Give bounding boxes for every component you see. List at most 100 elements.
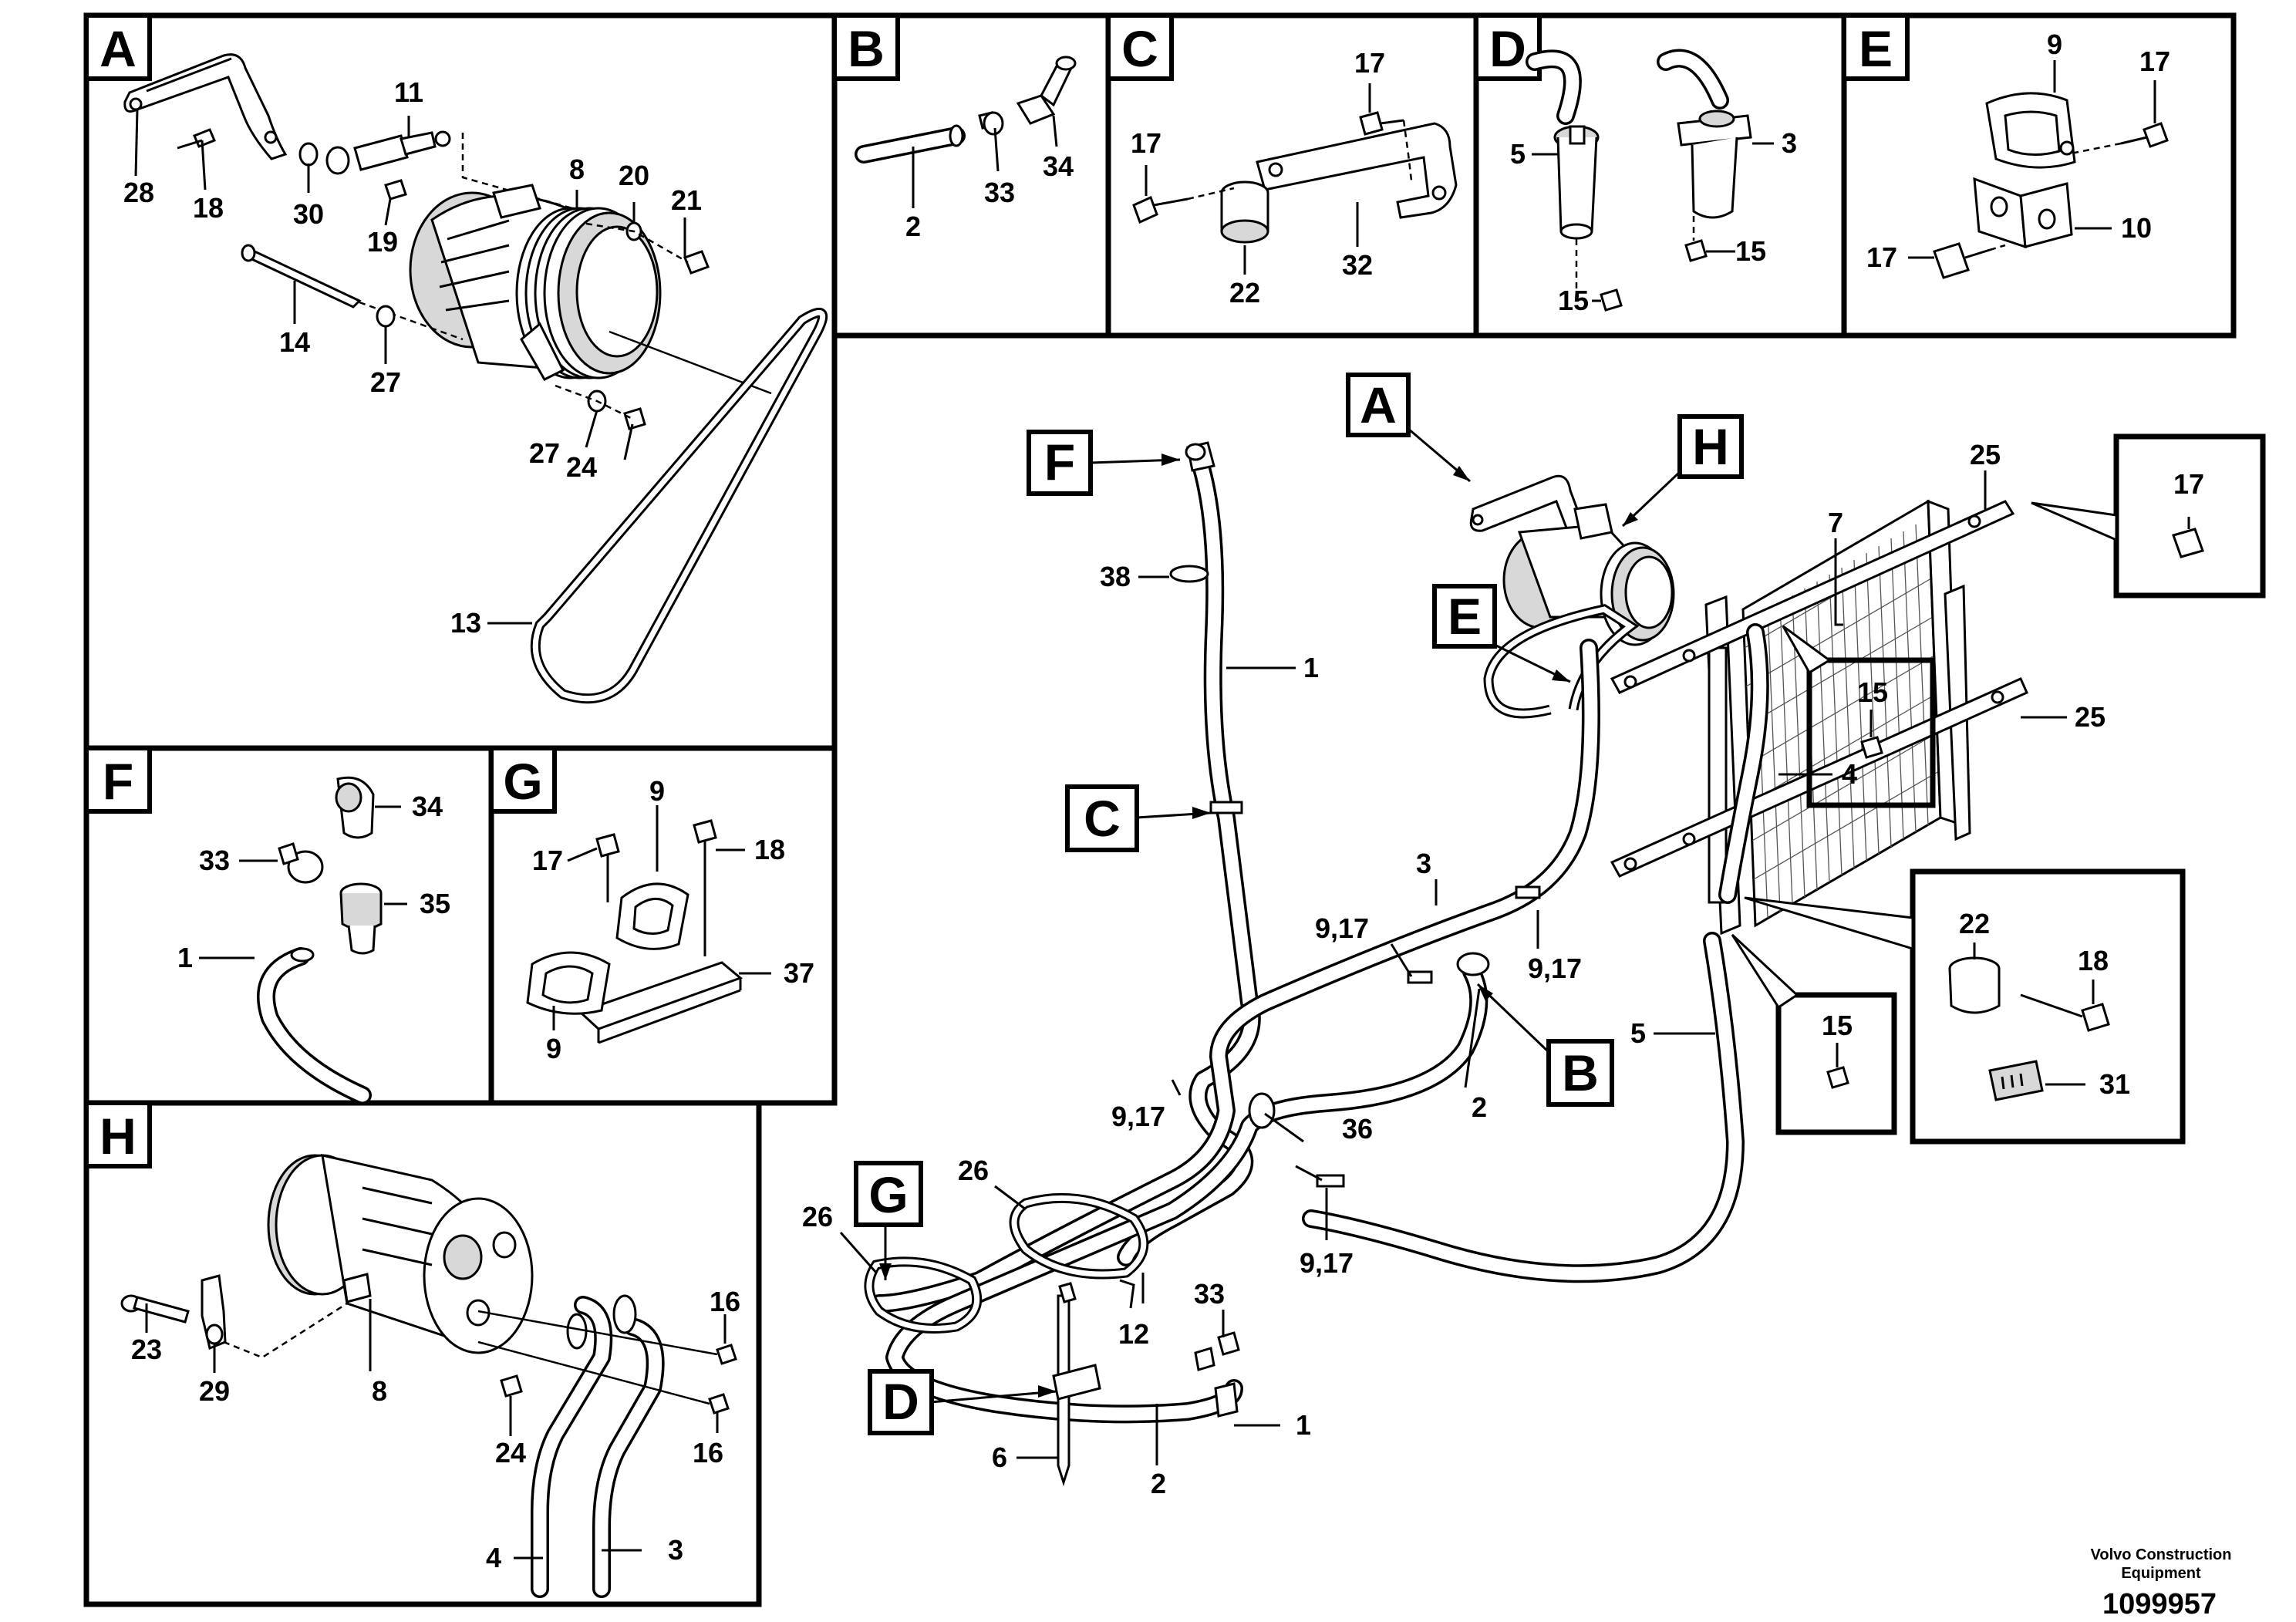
company-name: Volvo Construction <box>2091 1546 2232 1563</box>
svg-text:17: 17 <box>2173 468 2204 500</box>
panel-h-drawing <box>120 1154 737 1598</box>
svg-text:F: F <box>1044 433 1075 491</box>
fitting-34 <box>1016 56 1077 125</box>
label-8: 8 <box>569 153 585 185</box>
label-17-left: 17 <box>1131 127 1161 159</box>
panel-a-labels: 28 18 30 11 19 8 20 21 14 27 27 24 13 <box>123 76 702 639</box>
bolt-17-top <box>1359 111 1404 136</box>
panel-c-labels: 17 17 32 22 <box>1131 47 1385 309</box>
main-tag-f: F <box>1027 430 1181 496</box>
drier-5 <box>1553 125 1600 240</box>
label-16-upper: 16 <box>710 1286 740 1317</box>
panel-g-drawing <box>526 805 771 1044</box>
label-9-17-c: 9,17 <box>1111 1101 1165 1132</box>
panel-e-tag: E <box>1842 13 1910 81</box>
clip-33 <box>1194 1347 1215 1371</box>
label-26-upper: 26 <box>958 1155 989 1186</box>
label-27: 27 <box>370 366 401 398</box>
drive-belt-13 <box>530 308 828 704</box>
panel-e-frame <box>1841 12 2237 339</box>
label-24: 24 <box>495 1437 526 1469</box>
footer: Volvo Construction Equipment 1099957 <box>2091 1546 2232 1620</box>
svg-text:A: A <box>1360 376 1397 433</box>
label-36: 36 <box>1342 1113 1373 1145</box>
panel-h-tag: H <box>84 1101 152 1168</box>
label-20: 20 <box>619 160 649 191</box>
panel-b-tag: B <box>832 13 900 81</box>
label-5: 5 <box>1630 1017 1646 1049</box>
bolt-17-callout <box>2172 528 2204 558</box>
bolt-18 <box>693 819 717 956</box>
panel-a-tag: A <box>84 13 152 81</box>
label-18: 18 <box>193 192 224 224</box>
callout-22-18-31: 22 18 31 <box>1744 868 2186 1145</box>
label-1-upper: 1 <box>1303 652 1319 683</box>
label-38: 38 <box>1100 561 1131 592</box>
label-27-lower: 27 <box>529 437 560 469</box>
callout-15-lower: 15 <box>1731 933 1897 1135</box>
main-tag-g: G <box>854 1161 923 1280</box>
washer-30 <box>298 142 319 167</box>
label-2-upper: 2 <box>1472 1091 1487 1123</box>
label-26-lower: 26 <box>802 1201 833 1233</box>
label-11: 11 <box>394 76 423 108</box>
label-4: 4 <box>486 1542 501 1573</box>
compressor-body-h <box>267 1154 534 1354</box>
bolt-18 <box>177 128 216 150</box>
pressure-switch-11 <box>353 123 451 171</box>
svg-text:31: 31 <box>2099 1068 2130 1100</box>
label-9-17-b: 9,17 <box>1528 953 1582 984</box>
label-33: 33 <box>984 177 1015 208</box>
label-18: 18 <box>754 834 785 865</box>
panel-h-labels: 16 23 29 8 24 16 4 3 <box>131 1286 740 1573</box>
label-15-right: 15 <box>1735 235 1766 267</box>
label-2: 2 <box>905 211 921 242</box>
svg-text:E: E <box>1859 20 1893 77</box>
bolt-17-top <box>2120 122 2169 148</box>
clamp-9-upper <box>615 882 689 950</box>
label-3: 3 <box>1416 848 1431 879</box>
bracket-10 <box>1973 177 2073 249</box>
label-9-17-d: 9,17 <box>1300 1247 1354 1279</box>
bolt-16-lower <box>708 1393 730 1415</box>
label-30: 30 <box>293 198 324 230</box>
main-tag-e: E <box>1432 584 1571 683</box>
label-28: 28 <box>123 177 154 208</box>
svg-text:G: G <box>503 753 542 810</box>
svg-text:D: D <box>882 1373 919 1430</box>
panel-f-labels: 34 33 35 1 <box>177 791 450 973</box>
callout-17: 17 <box>2031 433 2266 599</box>
main-tag-c: C <box>1065 784 1212 852</box>
panel-g-tag: G <box>489 746 557 814</box>
label-5: 5 <box>1510 138 1526 170</box>
label-4: 4 <box>1842 758 1857 790</box>
svg-text:G: G <box>868 1166 908 1223</box>
clamp-33 <box>278 842 324 884</box>
company-name-line2: Equipment <box>2121 1565 2201 1582</box>
label-25-top: 25 <box>1970 439 2001 470</box>
svg-text:C: C <box>1121 20 1158 77</box>
panel-e-drawing <box>1908 60 2169 279</box>
label-6: 6 <box>992 1442 1007 1473</box>
hose-2 <box>885 963 1489 1424</box>
label-35: 35 <box>420 888 450 919</box>
bolt-17-left <box>1132 195 1188 224</box>
main-assembly-drawing <box>839 441 2067 1486</box>
clamp-38 <box>1169 565 1209 583</box>
clamp-9-lower <box>526 951 611 1015</box>
svg-text:C: C <box>1084 790 1121 847</box>
bolt-16-upper <box>716 1344 737 1365</box>
label-22: 22 <box>1229 277 1260 309</box>
nut-24 <box>500 1374 523 1398</box>
main-tag-h: H <box>1621 414 1744 528</box>
label-15-lower: 15 <box>1558 285 1589 316</box>
svg-text:B: B <box>848 20 885 77</box>
main-tag-d: D <box>868 1369 1057 1435</box>
panel-d-labels: 5 3 15 15 <box>1510 127 1797 316</box>
callout-15-upper: 15 <box>1782 625 1936 808</box>
hose-3 <box>870 639 1600 1313</box>
label-17-top: 17 <box>2139 46 2170 77</box>
label-16-lower: 16 <box>693 1437 723 1469</box>
switch-35 <box>339 882 383 955</box>
